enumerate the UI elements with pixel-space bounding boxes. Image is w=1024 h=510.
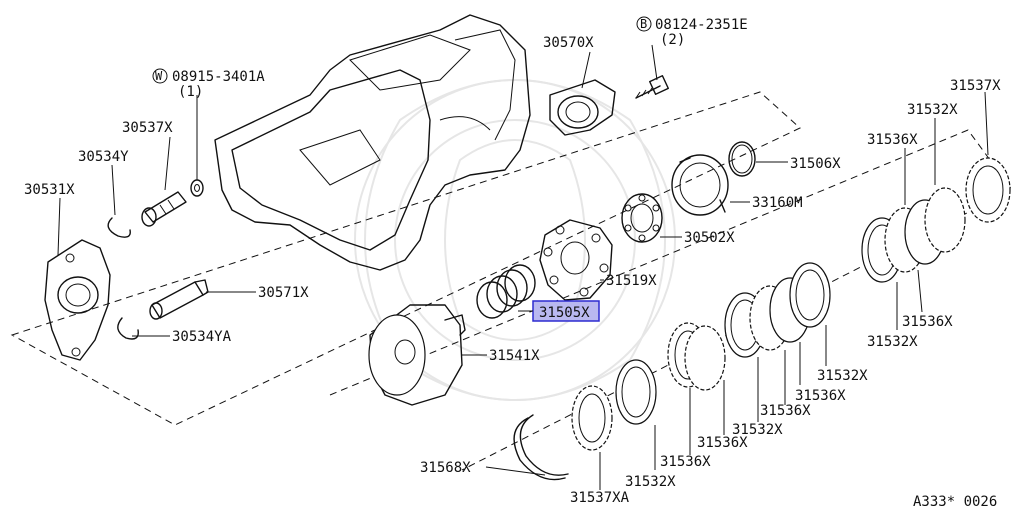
- label-31536x-c: 31536X: [760, 403, 811, 419]
- label-31536x-e: 31536X: [902, 314, 953, 330]
- label-08124-qty: (2): [660, 32, 685, 48]
- label-30570x: 30570X: [543, 35, 594, 51]
- label-08124-prefix: B: [640, 17, 647, 31]
- label-31505x: 31505X: [539, 305, 590, 321]
- flange-bolt: [635, 74, 670, 99]
- bearing-33160m: [671, 154, 729, 216]
- label-30534ya: 30534YA: [172, 329, 232, 345]
- label-33160m: 33160M: [752, 195, 803, 211]
- transfer-case-housing: [214, 14, 531, 271]
- label-30502x: 30502X: [684, 230, 735, 246]
- label-31519x: 31519X: [606, 273, 657, 289]
- snap-ring-30534y: [107, 217, 131, 238]
- shift-rod: [149, 279, 209, 320]
- label-31536x-d: 31536X: [795, 388, 846, 404]
- label-31568x: 31568X: [420, 460, 471, 476]
- label-31536x-a: 31536X: [660, 454, 711, 470]
- o-ring: [728, 141, 756, 177]
- bearing-retainer: [549, 79, 616, 136]
- label-31532x-a: 31532X: [625, 474, 676, 490]
- assembly-outline-right: [329, 129, 1013, 471]
- bolt-symbol-circle: [636, 16, 652, 32]
- washer: [190, 179, 204, 197]
- spring-31505x: [476, 264, 536, 319]
- label-31537x: 31537X: [950, 78, 1001, 94]
- clutch-plate-stack: [571, 157, 1011, 451]
- label-31532x-d: 31532X: [867, 334, 918, 350]
- ball-bearing: [621, 193, 663, 243]
- label-31541x: 31541X: [489, 348, 540, 364]
- clutch-drum-31541x: [368, 304, 466, 406]
- label-30534y: 30534Y: [78, 149, 129, 165]
- leader-lines: [57, 44, 989, 490]
- plug-30537x: [141, 191, 187, 227]
- snap-ring-31568x: [513, 414, 569, 481]
- label-30531x: 30531X: [24, 182, 75, 198]
- label-31537xa: 31537XA: [570, 490, 630, 506]
- label-08915: 08915-3401A: [172, 69, 265, 85]
- label-30571x: 30571X: [258, 285, 309, 301]
- label-08915-qty: (1): [178, 84, 203, 100]
- assembly-outline-left: [10, 91, 801, 426]
- label-31536x-f: 31536X: [867, 132, 918, 148]
- label-08124: 08124-2351E: [655, 17, 748, 33]
- washer-symbol-circle: [152, 68, 168, 84]
- cover-30531x: [44, 239, 111, 361]
- label-31536x-b: 31536X: [697, 435, 748, 451]
- part-labels: 30570X B 08124-2351E (2) W 08915-3401A (…: [24, 16, 1001, 510]
- label-31506x: 31506X: [790, 156, 841, 172]
- label-30537x: 30537X: [122, 120, 173, 136]
- label-31532x-e: 31532X: [907, 102, 958, 118]
- label-31532x-b: 31532X: [732, 422, 783, 438]
- label-08915-prefix: W: [155, 69, 163, 83]
- label-31532x-c: 31532X: [817, 368, 868, 384]
- clutch-hub-31519x: [539, 219, 613, 301]
- diagram-code: A333* 0026: [913, 494, 997, 510]
